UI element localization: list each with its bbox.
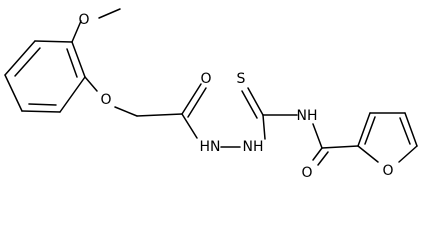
bond-methyl-o: [98, 8, 121, 19]
oxyacetyl-chain: [84, 76, 207, 139]
atom-carbonyl-oxygen-left: O: [200, 71, 211, 87]
bond-fu-c2-c3: [357, 112, 371, 147]
furan-ring: [357, 112, 418, 163]
bond-nh-carbonyl: [312, 123, 323, 149]
atom-hydrazine-nh: NH: [243, 139, 264, 155]
atom-amide-nh: NH: [297, 108, 318, 124]
bond-ether-o-ch2: [114, 106, 138, 117]
bond-bz-4: [21, 110, 61, 113]
bond-bz-inner-3: [66, 48, 78, 78]
atom-methoxy-oxygen: O: [78, 12, 89, 28]
atom-ether-oxygen: O: [100, 92, 111, 108]
bond-nh-cs: [262, 114, 266, 140]
benzene-ring: [4, 40, 86, 113]
bond-bz-3: [4, 74, 23, 112]
bond-bz-6: [71, 41, 86, 78]
atom-furan-oxygen: O: [382, 163, 393, 179]
atom-carbonyl-oxygen-right: O: [301, 165, 312, 181]
bond-bz-5: [59, 76, 86, 113]
bond-carbonyl-furan: [321, 145, 359, 149]
bond-ch2-carbonyl: [136, 113, 183, 117]
bond-carbonyl-o-a: [181, 83, 202, 115]
bond-ring-ether-o: [84, 76, 98, 92]
methoxy-group: [71, 8, 121, 43]
bond-bz-inner-2: [28, 103, 57, 106]
bond-carbonyl-o-b: [187, 87, 207, 118]
molecule-diagram: O O O HN NH S NH O O: [4, 8, 418, 181]
bond-fu-c4-c5-inner: [399, 117, 411, 145]
furoyl-group: [312, 123, 359, 166]
atom-hydrazide-nh: HN: [200, 139, 221, 155]
bond-fu-c2-c3-inner: [364, 116, 376, 145]
thiosemicarbazide-core: [220, 87, 298, 148]
bond-bz-2: [4, 40, 36, 76]
bond-carbonyl-o2-a: [312, 147, 323, 161]
bond-carbonyl-nh: [181, 113, 198, 139]
atom-thione-sulfur: S: [237, 71, 246, 87]
bond-fu-c5-o: [398, 145, 418, 163]
bond-fu-c4-c5: [404, 112, 418, 147]
bond-cs-s-b: [241, 90, 258, 119]
bond-bz-inner-1: [14, 47, 41, 77]
bond-fu-o-c2: [357, 145, 379, 163]
bond-cs-s-a: [247, 87, 264, 116]
bond-carbonyl-o2-b: [317, 151, 329, 166]
structure-svg: O O O HN NH S NH O O: [4, 8, 418, 181]
bond-bz-1: [34, 40, 73, 43]
bond-o-ring: [71, 20, 82, 43]
